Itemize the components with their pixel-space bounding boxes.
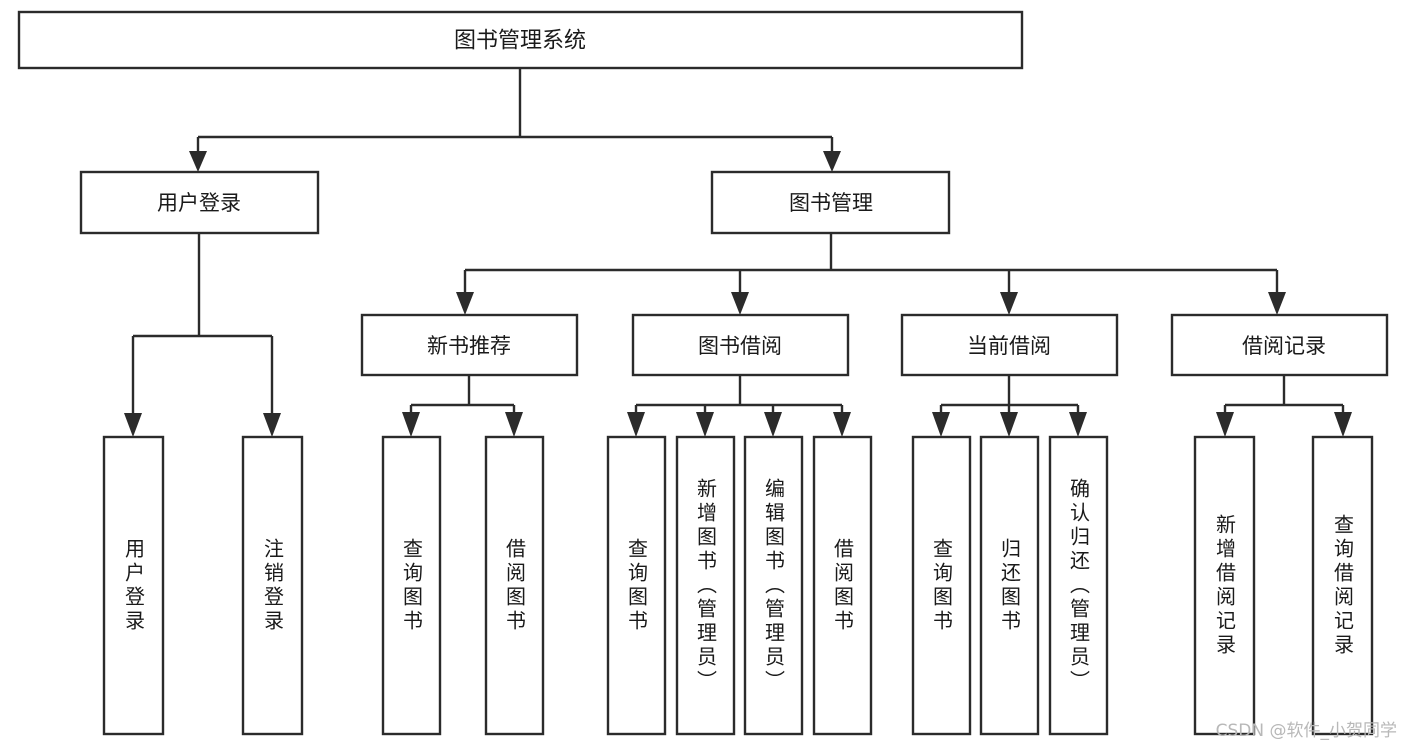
node-user-login-box[interactable] xyxy=(79,170,320,235)
arrow-head-leaf-borrow-book-1 xyxy=(505,412,523,437)
node-root-box[interactable] xyxy=(17,10,1024,70)
arrow-head-leaf-add-book xyxy=(696,412,714,437)
arrow-head-user-login xyxy=(189,151,207,172)
arrow-head-leaf-query-record xyxy=(1334,412,1352,437)
node-leaf-query-book-2-box[interactable] xyxy=(606,435,667,736)
node-leaf-add-record-box[interactable] xyxy=(1193,435,1256,736)
node-layer: 图书管理系统 用户登录 图书管理 新书推荐 图书借阅 当前借阅 借阅记录 xyxy=(17,10,1389,736)
node-leaf-add-book-box[interactable] xyxy=(675,435,736,736)
node-leaf-confirm-return-box[interactable] xyxy=(1048,435,1109,736)
node-book-borrow-label: 图书借阅 xyxy=(698,334,782,358)
arrow-head-leaf-confirm-return xyxy=(1069,412,1087,437)
node-leaf-return-book-box[interactable] xyxy=(979,435,1040,736)
node-book-borrow-box[interactable] xyxy=(631,313,850,377)
arrow-head-leaf-add-record xyxy=(1216,412,1234,437)
node-borrow-record-box[interactable] xyxy=(1170,313,1389,377)
node-leaf-query-book-3-box[interactable] xyxy=(911,435,972,736)
node-leaf-query-book-1-box[interactable] xyxy=(381,435,442,736)
node-new-book-recommend-box[interactable] xyxy=(360,313,579,377)
arrow-head-current-borrow xyxy=(1000,292,1018,315)
node-leaf-logout-box[interactable] xyxy=(241,435,304,736)
node-leaf-user-login-box[interactable] xyxy=(102,435,165,736)
node-leaf-borrow-book-1-box[interactable] xyxy=(484,435,545,736)
node-new-book-recommend-label: 新书推荐 xyxy=(427,334,511,358)
arrow-head-leaf-user-login xyxy=(124,413,142,437)
node-leaf-borrow-book-2-box[interactable] xyxy=(812,435,873,736)
arrow-head-leaf-query-book-1 xyxy=(402,412,420,437)
node-book-manage-box[interactable] xyxy=(710,170,951,235)
node-current-borrow-label: 当前借阅 xyxy=(967,334,1051,358)
arrow-head-book-borrow xyxy=(731,292,749,315)
node-user-login-label: 用户登录 xyxy=(157,191,241,215)
arrow-head-borrow-record xyxy=(1268,292,1286,315)
csdn-watermark: CSDN @软件_小贺同学 xyxy=(1215,721,1397,741)
arrow-head-leaf-query-book-2 xyxy=(627,412,645,437)
arrow-head-new-book-recommend xyxy=(456,292,474,315)
node-current-borrow-box[interactable] xyxy=(900,313,1119,377)
arrow-head-book-manage xyxy=(823,151,841,172)
node-book-manage-label: 图书管理 xyxy=(789,191,873,215)
connector-layer xyxy=(124,68,1352,437)
arrow-head-leaf-return-book xyxy=(1000,412,1018,437)
arrow-head-leaf-query-book-3 xyxy=(932,412,950,437)
arrow-head-leaf-edit-book xyxy=(764,412,782,437)
node-borrow-record-label: 借阅记录 xyxy=(1242,334,1326,358)
arrow-head-leaf-borrow-book-2 xyxy=(833,412,851,437)
arrow-head-leaf-logout xyxy=(263,413,281,437)
node-root-label: 图书管理系统 xyxy=(454,29,586,54)
node-leaf-edit-book-box[interactable] xyxy=(743,435,804,736)
node-leaf-query-record-box[interactable] xyxy=(1311,435,1374,736)
